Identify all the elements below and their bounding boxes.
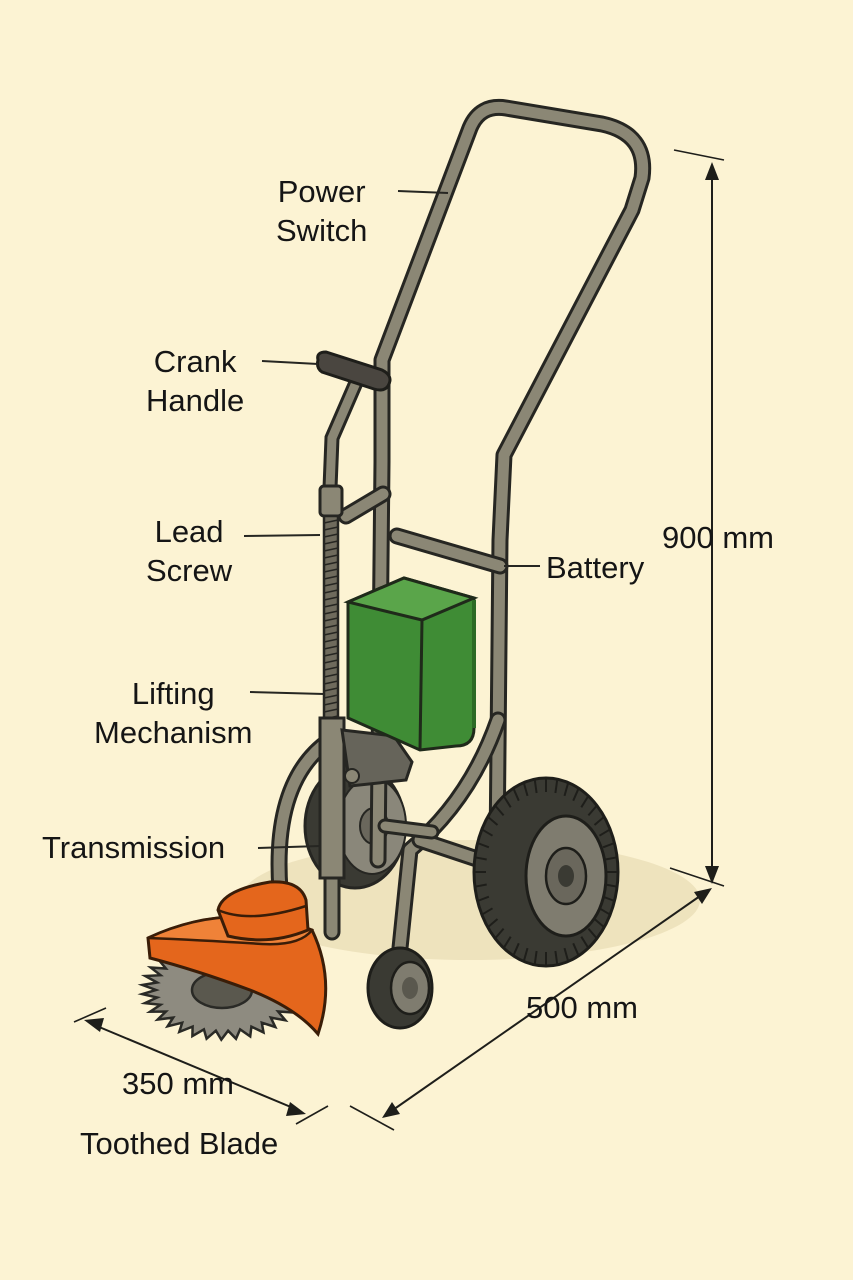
leader-crank-handle [261,360,319,365]
tread-mark [502,936,512,949]
tread-mark [593,918,605,929]
tread-mark [587,927,598,940]
leader-transmission [257,845,321,849]
dimension-height-label: 900 mm [662,520,774,555]
tread-mark [512,787,520,802]
tread-mark [580,795,590,808]
tread-mark [474,883,487,888]
tread-mark [602,842,615,849]
rear-wheel-right [472,776,620,968]
tread-mark [487,815,499,826]
tread-mark [481,828,494,837]
dimension-width-label: 350 mm [122,1066,234,1101]
dimension-length-label: 500 mm [526,990,638,1025]
tread-mark [533,779,538,794]
tread-mark [533,950,538,965]
tread-mark [572,787,580,802]
label-crank-handle: Crank Handle [146,344,245,418]
dimension-width-line [91,1023,299,1111]
dimension-lines [73,149,725,1131]
tread-mark [605,883,618,888]
tread-mark [494,804,505,817]
blade-guard [146,880,328,1038]
crank-arm [322,370,366,496]
label-toothed-blade: Toothed Blade [80,1126,279,1161]
label-power-switch: Power Switch [276,174,368,248]
crank-handle-grip [316,350,392,392]
tread-mark [587,804,598,817]
dimension-length-line [389,895,701,1113]
tread-mark [563,947,570,962]
tread-mark [477,842,490,849]
tread-mark [580,936,590,949]
tread-mark [563,782,570,797]
lead-screw [318,484,344,724]
front-castor-wheel [366,946,434,1030]
tread-mark [481,907,494,916]
label-lead-screw: Lead Screw [146,514,233,588]
tread-mark [477,895,490,902]
leader-power-switch [397,190,449,194]
tread-mark [598,907,611,916]
leader-lifting-mechanism [249,691,325,695]
tread-mark [474,856,487,861]
tread-mark [554,950,559,965]
leader-lines [243,190,540,849]
tread-mark [512,942,520,957]
label-transmission: Transmission [42,830,226,865]
lifting-column [318,716,414,880]
tread-mark [598,828,611,837]
leader-lead-screw [243,534,321,537]
tread-mark [494,927,505,940]
tread-mark [593,815,605,826]
tread-mark [554,779,559,794]
label-battery: Battery [546,550,645,585]
label-lifting-mechanism: Lifting Mechanism [94,676,253,750]
tread-mark [502,795,512,808]
tread-mark [522,782,529,797]
battery-box [343,576,479,752]
tread-mark [572,942,580,957]
tread-mark [522,947,529,962]
tread-mark [605,856,618,861]
tread-mark [487,918,499,929]
